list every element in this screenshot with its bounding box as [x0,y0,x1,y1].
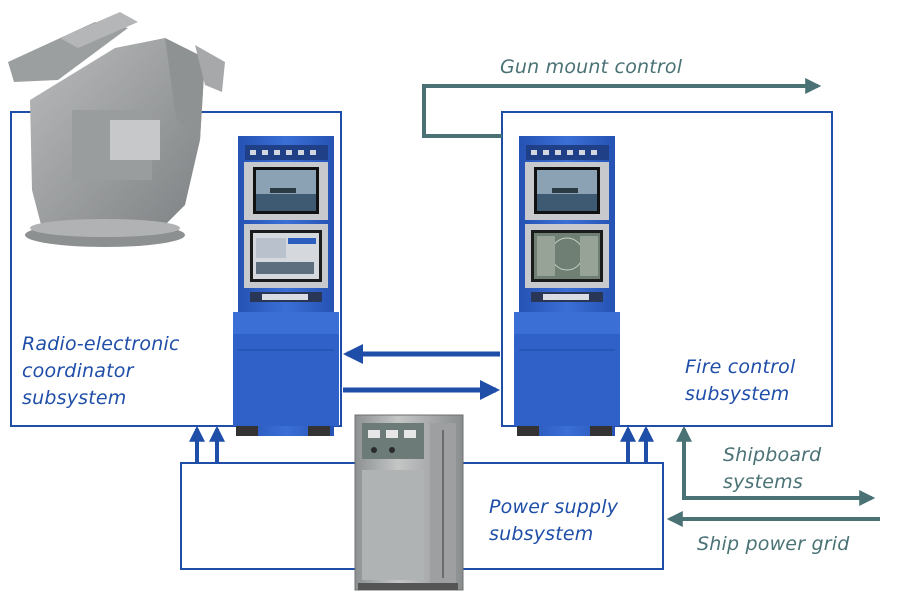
shipboard-systems-label: Shipboard systems [723,444,822,493]
ship-power-grid-label: Ship power grid [697,533,850,555]
fire-control-label: Fire control subsystem [685,356,796,405]
fire-control-box [501,111,833,427]
gun-mount-illustration [8,12,225,247]
power-cabinet-illustration [354,414,464,591]
arrow-to-shipboard-systems [676,425,876,506]
console-cabinet-left [233,136,339,436]
arrow-gun-mount-control [422,78,822,138]
external-links [422,78,880,527]
radio-electronic-label: Radio-electronic coordinator subsystem [22,333,180,409]
power-supply-label: Power supply subsystem [489,496,619,545]
gun-mount-control-label: Gun mount control [500,56,683,78]
console-cabinet-right [514,136,620,436]
internal-links [189,344,654,463]
